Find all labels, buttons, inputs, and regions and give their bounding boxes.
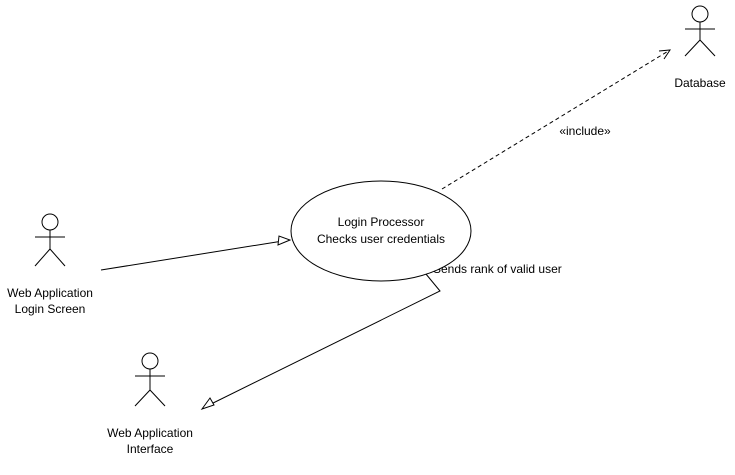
actor-database[interactable] bbox=[684, 5, 716, 57]
include-relation[interactable] bbox=[441, 49, 671, 190]
actor-interface-label-line1: Web Application bbox=[107, 426, 193, 440]
use-case-description: Checks user credentials bbox=[317, 232, 445, 246]
login-screen-association[interactable] bbox=[100, 235, 292, 271]
stick-figure-icon bbox=[684, 5, 716, 57]
actor-login-screen[interactable] bbox=[34, 213, 66, 267]
interface-association[interactable] bbox=[200, 267, 441, 410]
actor-interface[interactable] bbox=[134, 352, 166, 407]
rank-label: Sends rank of valid user bbox=[433, 262, 562, 276]
actor-login-screen-label-line1: Web Application bbox=[7, 286, 93, 300]
actor-interface-label-line2: Interface bbox=[127, 442, 174, 456]
actor-login-screen-label-line2: Login Screen bbox=[15, 302, 86, 316]
stick-figure-icon bbox=[134, 352, 166, 407]
include-label: «include» bbox=[559, 124, 611, 138]
actor-database-label: Database bbox=[674, 76, 726, 90]
use-case-login-processor[interactable]: Login Processor Checks user credentials bbox=[290, 180, 472, 282]
stick-figure-icon bbox=[34, 213, 66, 267]
use-case-title: Login Processor bbox=[338, 215, 425, 229]
